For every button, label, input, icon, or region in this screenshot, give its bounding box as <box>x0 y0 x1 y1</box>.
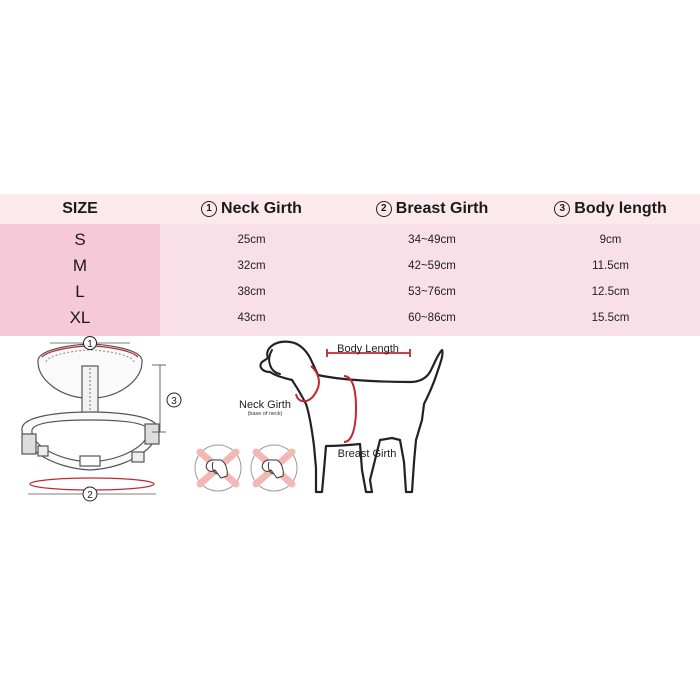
table-row: M 32cm 42~59cm 11.5cm <box>0 253 700 279</box>
table-row: S 25cm 34~49cm 9cm <box>0 224 700 253</box>
size-cell: S <box>0 224 160 253</box>
body-cell: 12.5cm <box>521 279 700 305</box>
size-cell: M <box>0 253 160 279</box>
marker-2-icon: 2 <box>375 201 392 217</box>
body-length-label: Body Length <box>337 343 399 355</box>
marker-3-icon: 3 <box>166 392 182 408</box>
dog-head-icon <box>194 444 242 492</box>
body-cell: 11.5cm <box>521 253 700 279</box>
breast-cell: 34~49cm <box>343 224 521 253</box>
table-row: L 38cm 53~76cm 12.5cm <box>0 279 700 305</box>
header-neck-label: Neck Girth <box>221 200 302 217</box>
breast-girth-line <box>343 375 358 443</box>
header-size: SIZE <box>0 194 160 224</box>
harness-drawing <box>21 343 160 471</box>
neck-cell: 32cm <box>160 253 343 279</box>
svg-text:3: 3 <box>171 396 177 407</box>
measurement-illustration: 1 3 2 Body Length Neck Girth (base o <box>21 336 444 502</box>
svg-text:1: 1 <box>87 339 93 350</box>
neck-girth-label: Neck Girth <box>239 399 291 411</box>
body-cell: 9cm <box>521 224 700 253</box>
neck-girth-line <box>295 365 320 403</box>
breast-cell: 60~86cm <box>343 305 521 336</box>
breast-girth-label: Breast Girth <box>338 448 397 460</box>
breast-cell: 42~59cm <box>343 253 521 279</box>
neck-cell: 25cm <box>160 224 343 253</box>
header-breast-label: Breast Girth <box>395 200 489 217</box>
neck-girth-sublabel: (base of neck) <box>248 411 283 417</box>
breast-cell: 53~76cm <box>343 279 521 305</box>
header-body-label: Body length <box>574 200 667 217</box>
dog-illustration <box>259 340 444 494</box>
marker-1-icon: 1 <box>201 201 218 217</box>
svg-text:2: 2 <box>87 490 93 501</box>
marker-1-icon: 1 <box>83 336 97 350</box>
marker-2-icon: 2 <box>82 486 98 502</box>
dog-head-icon <box>250 444 298 492</box>
body-cell: 15.5cm <box>521 305 700 336</box>
table-row: XL 43cm 60~86cm 15.5cm <box>0 305 700 336</box>
neck-cell: 43cm <box>160 305 343 336</box>
neck-cell: 38cm <box>160 279 343 305</box>
size-cell: L <box>0 279 160 305</box>
marker-3-icon: 3 <box>554 201 571 217</box>
size-cell: XL <box>0 305 160 336</box>
